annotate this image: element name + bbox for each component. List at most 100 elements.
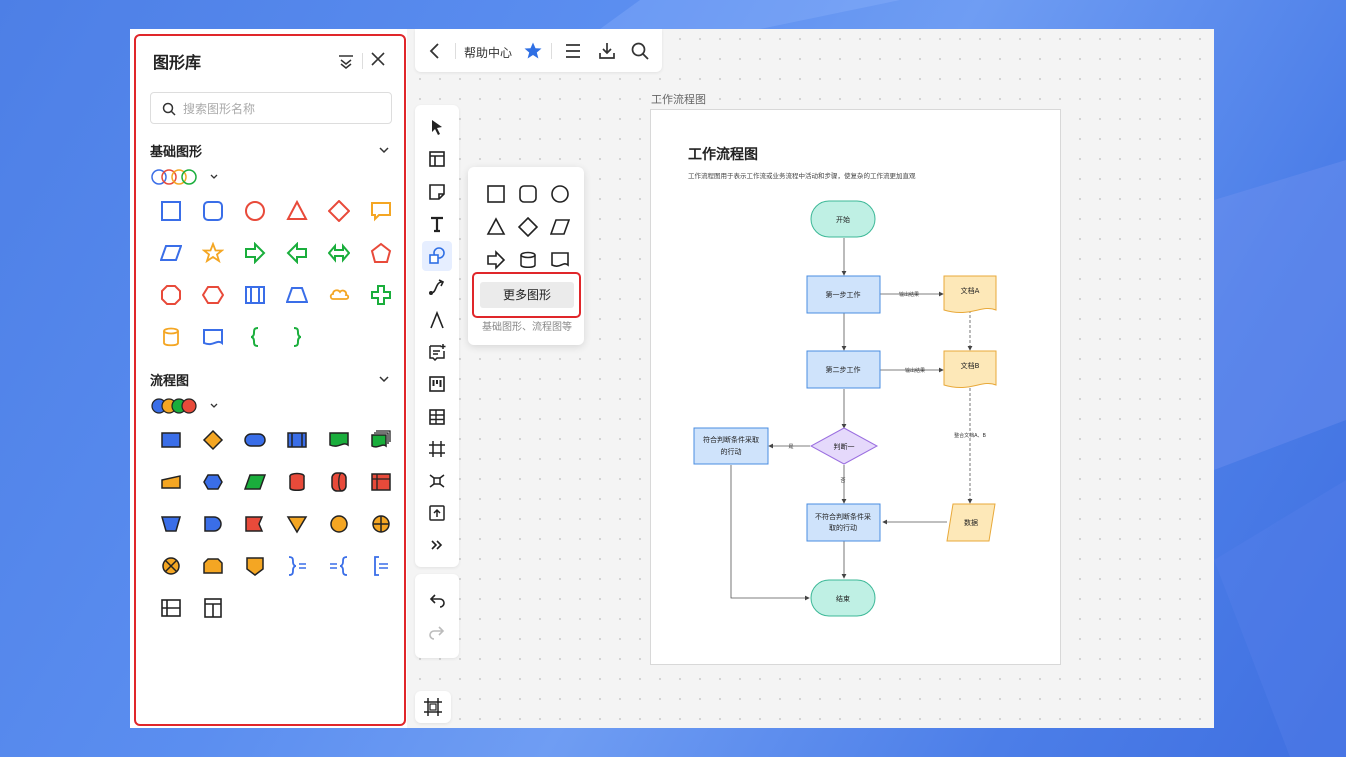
flow-offpage[interactable] [234,545,276,587]
node-decision[interactable] [809,427,879,465]
chevron-down-icon[interactable] [378,373,390,385]
download-icon[interactable] [597,41,617,61]
flow-annotation-brace-left[interactable] [318,545,360,587]
node-start[interactable] [810,200,876,238]
sticky-note-tool[interactable] [427,182,447,202]
collapse-icon[interactable] [336,51,356,71]
chevron-down-icon[interactable] [378,144,390,156]
more-shapes-button[interactable]: 更多图形 [480,282,574,308]
flow-process[interactable] [150,419,192,461]
shape-tool[interactable] [422,241,452,271]
popup-circle[interactable] [544,177,576,210]
mindmap-tool[interactable] [427,471,447,491]
shape-triangle[interactable] [276,190,318,232]
page-title[interactable]: 工作流程图 [688,147,758,163]
flow-or[interactable] [360,503,402,545]
shape-rounded-square[interactable] [192,190,234,232]
flow-loop-limit[interactable] [192,545,234,587]
shape-arrow-right[interactable] [234,232,276,274]
color-palette-filled[interactable] [150,396,230,416]
popup-triangle[interactable] [480,210,512,243]
shape-brace-left[interactable] [234,316,276,358]
flow-annotation-bracket[interactable] [360,545,402,587]
shape-trapezoid[interactable] [276,274,318,316]
popup-arrow-right[interactable] [480,243,512,276]
flow-merge[interactable] [276,503,318,545]
kanban-tool[interactable] [427,374,447,394]
flow-internal-storage[interactable] [360,461,402,503]
flow-connector[interactable] [318,503,360,545]
shape-star[interactable] [192,232,234,274]
node-docA[interactable] [943,275,997,314]
shape-cloud[interactable] [318,274,360,316]
shape-document[interactable] [192,316,234,358]
back-arrow-icon[interactable] [425,41,445,61]
shape-diamond[interactable] [318,190,360,232]
search-input[interactable] [183,99,383,119]
flow-data[interactable] [234,461,276,503]
popup-cylinder[interactable] [512,243,544,276]
more-tools-button[interactable] [427,535,447,555]
page-description[interactable]: 工作流程图用于表示工作流或业务流程中活动和步骤，使复杂的工作流更加直观 [688,172,916,180]
undo-button[interactable] [427,590,447,610]
canvas-frame[interactable]: 工作流程图 工作流程图用于表示工作流或业务流程中活动和步骤，使复杂的工作流更加直… [650,109,1061,665]
shape-speech-bubble[interactable] [360,190,402,232]
flow-database[interactable] [276,461,318,503]
node-step2[interactable] [806,350,881,389]
upload-tool[interactable] [427,503,447,523]
shape-brace-right[interactable] [276,316,318,358]
shape-process-box[interactable] [234,274,276,316]
node-docB[interactable] [943,350,997,389]
color-palette-outline[interactable] [150,167,230,187]
flow-decision[interactable] [192,419,234,461]
popup-parallelogram[interactable] [544,210,576,243]
frame-label[interactable]: 工作流程图 [651,93,706,106]
search-icon[interactable] [630,41,650,61]
shape-cross[interactable] [360,274,402,316]
flow-document[interactable] [318,419,360,461]
node-end[interactable] [810,579,876,617]
connector-tool[interactable] [427,277,447,297]
flow-manual-input[interactable] [150,461,192,503]
flow-annotation-brace-right[interactable] [276,545,318,587]
fit-frame-button[interactable] [415,691,451,723]
shape-hexagon[interactable] [192,274,234,316]
flow-preparation[interactable] [192,461,234,503]
table-tool[interactable] [427,407,447,427]
shape-arrow-double[interactable] [318,232,360,274]
flow-manual-operation[interactable] [150,503,192,545]
text-tool[interactable] [427,214,447,234]
shape-octagon[interactable] [150,274,192,316]
popup-diamond[interactable] [512,210,544,243]
flow-multi-document[interactable] [360,419,402,461]
shape-arrow-left[interactable] [276,232,318,274]
shape-cylinder[interactable] [150,316,192,358]
flow-delay[interactable] [192,503,234,545]
popup-square[interactable] [480,177,512,210]
shape-square[interactable] [150,190,192,232]
flow-swimlane-horizontal[interactable] [150,587,192,629]
select-tool[interactable] [427,117,447,137]
popup-document[interactable] [544,243,576,276]
star-icon[interactable] [523,41,543,61]
shape-circle[interactable] [234,190,276,232]
pen-tool[interactable] [427,310,447,330]
shape-parallelogram[interactable] [150,232,192,274]
crop-frame-tool[interactable] [427,439,447,459]
flow-summing-junction[interactable] [150,545,192,587]
close-icon[interactable] [368,49,388,69]
node-data[interactable] [946,503,996,542]
popup-rounded-square[interactable] [512,177,544,210]
flow-predefined[interactable] [276,419,318,461]
menu-icon[interactable] [563,41,583,61]
frame-tool[interactable] [427,149,447,169]
flow-display[interactable] [234,503,276,545]
node-step1[interactable] [806,275,881,314]
flow-swimlane-vertical[interactable] [192,587,234,629]
search-box[interactable] [150,92,392,124]
flow-terminator[interactable] [234,419,276,461]
flow-direct-access[interactable] [318,461,360,503]
comment-tool[interactable] [427,342,447,362]
node-yes-action[interactable] [693,427,769,465]
help-center-link[interactable]: 帮助中心 [464,46,513,60]
